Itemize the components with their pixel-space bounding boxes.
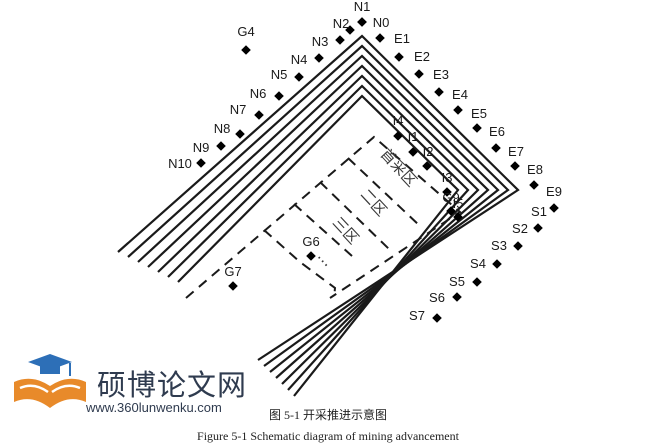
point-marker-n1 [357,17,367,27]
point-marker-n7 [254,110,264,120]
point-marker-s2 [533,223,543,233]
point-label-i5: I5 [453,196,464,211]
roadway-lines [117,34,520,397]
point-marker-e9 [529,180,539,190]
zone-boundary-2 [263,229,337,299]
point-label-g6: G6 [302,234,319,249]
point-marker-e3 [414,69,424,79]
point-marker-s1 [549,203,559,213]
point-label-n0: N0 [373,15,390,30]
point-label-e1: E1 [394,31,410,46]
point-marker-e1 [375,33,385,43]
point-label-s4: S4 [470,256,486,271]
point-marker-n9 [216,141,226,151]
point-label-g4: G4 [237,24,254,39]
point-marker-g7 [228,281,238,291]
point-label-i3: I3 [442,170,453,185]
roadway-line-4 [147,64,490,379]
caption-english: Figure 5-1 Schematic diagram of mining a… [197,429,459,443]
point-label-e2: E2 [414,49,430,64]
point-label-e5: E5 [471,106,487,121]
roadway-line-3 [137,54,500,373]
caption-chinese: 图 5-1 开采推进示意图 [269,408,387,422]
point-label-s6: S6 [429,290,445,305]
point-label-i4: I4 [393,113,404,128]
point-marker-n3 [335,35,345,45]
zone-boundary-3 [293,203,353,257]
point-label-n3: N3 [312,34,329,49]
point-label-n9: N9 [193,140,210,155]
point-label-e6: E6 [489,124,505,139]
point-label-e3: E3 [433,67,449,82]
point-label-n4: N4 [291,52,308,67]
point-marker-n10 [196,158,206,168]
point-label-n2: N2 [333,16,350,31]
point-label-e4: E4 [452,87,468,102]
point-marker-e5 [453,105,463,115]
roadway-line-7 [177,94,460,397]
roadway-line-2 [127,44,510,367]
point-label-n1: N1 [354,0,371,14]
point-marker-e4 [434,87,444,97]
point-label-n8: N8 [214,121,231,136]
zone-ellipsis: … [314,247,337,270]
point-label-i1: I1 [408,129,419,144]
point-marker-s6 [452,292,462,302]
point-marker-i4 [393,131,403,141]
point-label-s2: S2 [512,221,528,236]
point-marker-n5 [294,72,304,82]
point-label-s7: S7 [409,308,425,323]
point-marker-n8 [235,129,245,139]
point-label-n10: N10 [168,156,192,171]
point-marker-s3 [513,241,523,251]
mining-zone-boundaries [185,135,462,299]
point-label-e7: E7 [508,144,524,159]
point-marker-s7 [432,313,442,323]
graduation-cap-icon [28,354,72,370]
point-label-s3: S3 [491,238,507,253]
point-label-n5: N5 [271,67,288,82]
zone-label-second: 二区 [357,185,391,219]
watermark-logo [14,354,86,408]
point-marker-n4 [314,53,324,63]
point-marker-e7 [491,143,501,153]
watermark-site-name: 硕博论文网 [97,368,248,402]
point-label-g7: G7 [224,264,241,279]
zone-boundary-1 [185,135,462,299]
point-marker-s5 [472,277,482,287]
point-label-g9: G9 [442,190,459,205]
point-label-i2: I2 [423,144,434,159]
point-marker-e6 [472,123,482,133]
point-marker-e8 [510,161,520,171]
zone-labels: 首采区 二区 三区 … [314,145,421,270]
point-label-e8: E8 [527,162,543,177]
point-label-e9: E9 [546,184,562,199]
book-spine [19,384,81,394]
point-marker-e2 [394,52,404,62]
cap-base [40,365,60,374]
point-label-n6: N6 [250,86,267,101]
point-label-s1: S1 [531,204,547,219]
point-marker-g4 [241,45,251,55]
watermark-url: www.360lunwenku.com [86,400,222,415]
point-label-n7: N7 [230,102,247,117]
point-label-s5: S5 [449,274,465,289]
point-marker-s4 [492,259,502,269]
open-book-icon [14,378,86,408]
roadway-line-1 [117,34,520,361]
point-marker-n6 [274,91,284,101]
